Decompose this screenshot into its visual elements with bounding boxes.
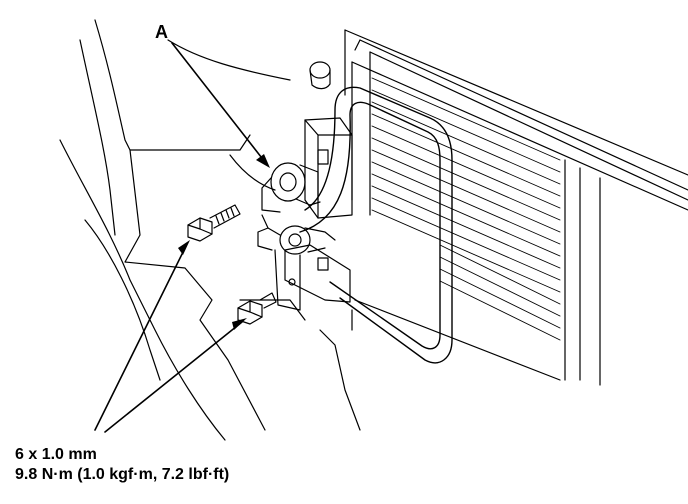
ac-pipe	[299, 86, 453, 364]
leader-arrowhead-upper-bolt	[178, 240, 190, 255]
mount-boss	[309, 61, 331, 90]
leader-arrowhead-lower-bolt	[232, 318, 247, 330]
condenser-core	[344, 29, 688, 386]
bolt-size-spec: 6 x 1.0 mm	[15, 446, 97, 463]
pipe-fitting-upper	[261, 162, 321, 213]
flange-bolt-lower	[237, 292, 277, 325]
leader-arrowhead-a	[256, 154, 270, 168]
leader-lines	[94, 42, 266, 433]
flange-bolt-upper	[187, 204, 241, 242]
torque-spec: 9.8 N·m (1.0 kgf·m, 7.2 lbf·ft)	[15, 466, 230, 483]
bracket-plate	[274, 117, 353, 311]
body-panel-outline	[59, 19, 361, 441]
pipe-fitting-lower	[257, 214, 336, 255]
callout-label-a: A	[155, 22, 168, 42]
